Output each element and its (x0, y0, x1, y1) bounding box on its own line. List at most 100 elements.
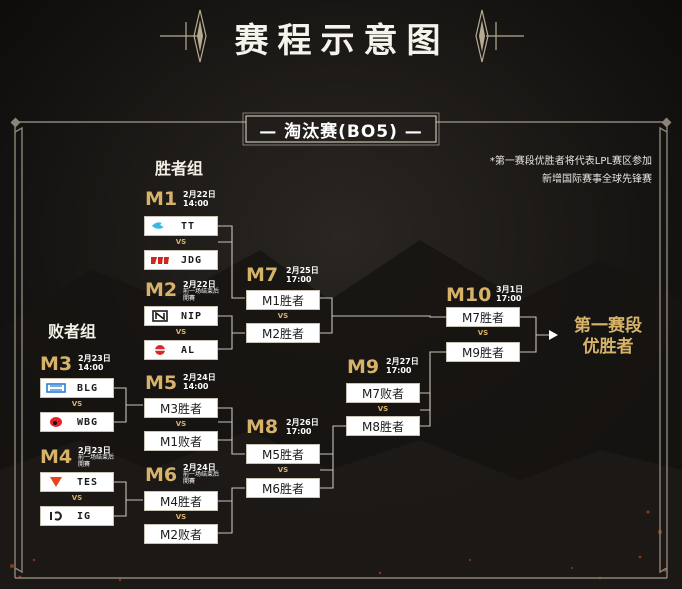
vs-label: VS (477, 329, 489, 337)
match-info-m6: 2月24日 前一场结束后 開賽 (183, 463, 219, 486)
match-info-m9: 2月27日 17:00 (386, 357, 419, 375)
vs-label: VS (71, 400, 83, 408)
match-time: 17:00 (386, 366, 412, 376)
match-label-m7: M7 (246, 264, 279, 286)
match-label-m1: M1 (145, 188, 178, 210)
winners-group-label: 胜者组 (155, 159, 204, 178)
match-time: 14:00 (78, 363, 104, 373)
vs-label: VS (71, 494, 83, 502)
match-label-m10: M10 (446, 284, 492, 306)
match-label-m2: M2 (145, 279, 178, 301)
vs-label: VS (277, 312, 289, 320)
match-note: 開賽 (183, 295, 196, 303)
slot-m9-bottom[interactable]: M8胜者 (346, 416, 420, 436)
team-slot-wbg[interactable]: WBG (40, 412, 114, 432)
slot-m6-top[interactable]: M4胜者 (144, 491, 218, 511)
vs-label: VS (175, 328, 187, 336)
match-info-m8: 2月26日 17:00 (286, 418, 319, 436)
team-name: BLG (77, 382, 99, 394)
team-name: TT (181, 220, 196, 232)
match-date: 2月25日 (286, 266, 319, 275)
match-date: 2月24日 (183, 373, 216, 382)
wbg-logo-icon (45, 416, 67, 428)
match-time: 17:00 (286, 427, 312, 437)
match-date: 2月27日 (386, 357, 419, 366)
winner-arrow (549, 330, 558, 340)
match-date: 3月1日 (496, 285, 524, 294)
vs-label: VS (175, 238, 187, 246)
vs-label: VS (377, 405, 389, 413)
match-label-m9: M9 (347, 356, 380, 378)
team-slot-tes[interactable]: TES (40, 472, 114, 492)
blg-logo-icon (45, 382, 67, 394)
team-name: TES (77, 476, 99, 488)
match-note: 開賽 (78, 461, 91, 469)
match-info-m3: 2月23日 14:00 (78, 354, 111, 372)
stage-label: — 淘汰赛(BO5) — (259, 121, 423, 142)
jdg-logo-icon (149, 254, 171, 266)
tt-logo-icon (149, 220, 171, 232)
team-name: NIP (181, 310, 203, 322)
match-info-m1: 2月22日 14:00 (183, 190, 216, 208)
slot-m10-bottom[interactable]: M9胜者 (446, 342, 520, 362)
team-slot-blg[interactable]: BLG (40, 378, 114, 398)
match-date: 2月22日 (183, 190, 216, 199)
note-line-2: 新增国际赛事全球先锋赛 (542, 174, 652, 185)
slot-m7-bottom[interactable]: M2胜者 (246, 323, 320, 343)
slot-m8-top[interactable]: M5胜者 (246, 444, 320, 464)
match-note: 開賽 (183, 478, 196, 486)
winner-line-2: 优胜者 (582, 337, 634, 357)
match-info-m7: 2月25日 17:00 (286, 266, 319, 284)
vs-label: VS (277, 466, 289, 474)
slot-m7-top[interactable]: M1胜者 (246, 290, 320, 310)
match-time: 17:00 (286, 275, 312, 285)
match-info-m10: 3月1日 17:00 (496, 285, 523, 303)
al-logo-icon (149, 344, 171, 356)
title-ornament (160, 9, 524, 63)
slot-m8-bottom[interactable]: M6胜者 (246, 478, 320, 498)
page-title: 赛程示意图 (234, 20, 450, 61)
vs-label: VS (175, 420, 187, 428)
match-date: 2月23日 (78, 354, 111, 363)
slot-m10-top[interactable]: M7胜者 (446, 307, 520, 327)
match-label-m5: M5 (145, 372, 178, 394)
match-time: 17:00 (496, 294, 522, 304)
bracket-connectors (114, 225, 549, 534)
team-slot-nip[interactable]: NIP (144, 306, 218, 326)
match-time: 14:00 (183, 382, 209, 392)
team-name: IG (77, 510, 92, 522)
winner-line-1: 第一赛段 (574, 316, 642, 336)
slot-m5-top[interactable]: M3胜者 (144, 398, 218, 418)
match-date: 2月24日 (183, 463, 216, 472)
match-label-m8: M8 (246, 416, 279, 438)
note-line-1: *第一赛段优胜者将代表LPL赛区参加 (489, 156, 652, 167)
slot-m5-bottom[interactable]: M1败者 (144, 431, 218, 451)
team-slot-jdg[interactable]: JDG (144, 250, 218, 270)
match-info-m4: 2月23日 前一场结束后 開賽 (78, 446, 114, 469)
team-slot-al[interactable]: AL (144, 340, 218, 360)
vs-label: VS (175, 513, 187, 521)
stage-winner: 第一赛段 优胜者 (556, 316, 660, 358)
match-label-m6: M6 (145, 464, 178, 486)
match-note: 前一场结束后 (78, 454, 115, 462)
team-slot-tt[interactable]: TT (144, 216, 218, 236)
slot-m6-bottom[interactable]: M2败者 (144, 524, 218, 544)
match-date: 2月23日 (78, 446, 111, 455)
team-name: WBG (77, 416, 99, 428)
outer-frame (14, 121, 668, 579)
team-slot-ig[interactable]: IG (40, 506, 114, 526)
losers-group-label: 败者组 (48, 322, 97, 341)
match-info-m2: 2月22日 前一场结束后 開賽 (183, 280, 219, 303)
match-info-m5: 2月24日 14:00 (183, 373, 216, 391)
slot-m9-top[interactable]: M7败者 (346, 383, 420, 403)
match-time: 14:00 (183, 199, 209, 209)
team-name: AL (181, 344, 196, 356)
match-note: 前一场结束后 (183, 471, 220, 479)
team-name: JDG (181, 254, 203, 266)
nip-logo-icon (149, 310, 171, 322)
match-date: 2月26日 (286, 418, 319, 427)
ig-logo-icon (45, 510, 67, 522)
match-label-m4: M4 (40, 446, 73, 468)
match-label-m3: M3 (40, 353, 73, 375)
tes-logo-icon (45, 476, 67, 488)
